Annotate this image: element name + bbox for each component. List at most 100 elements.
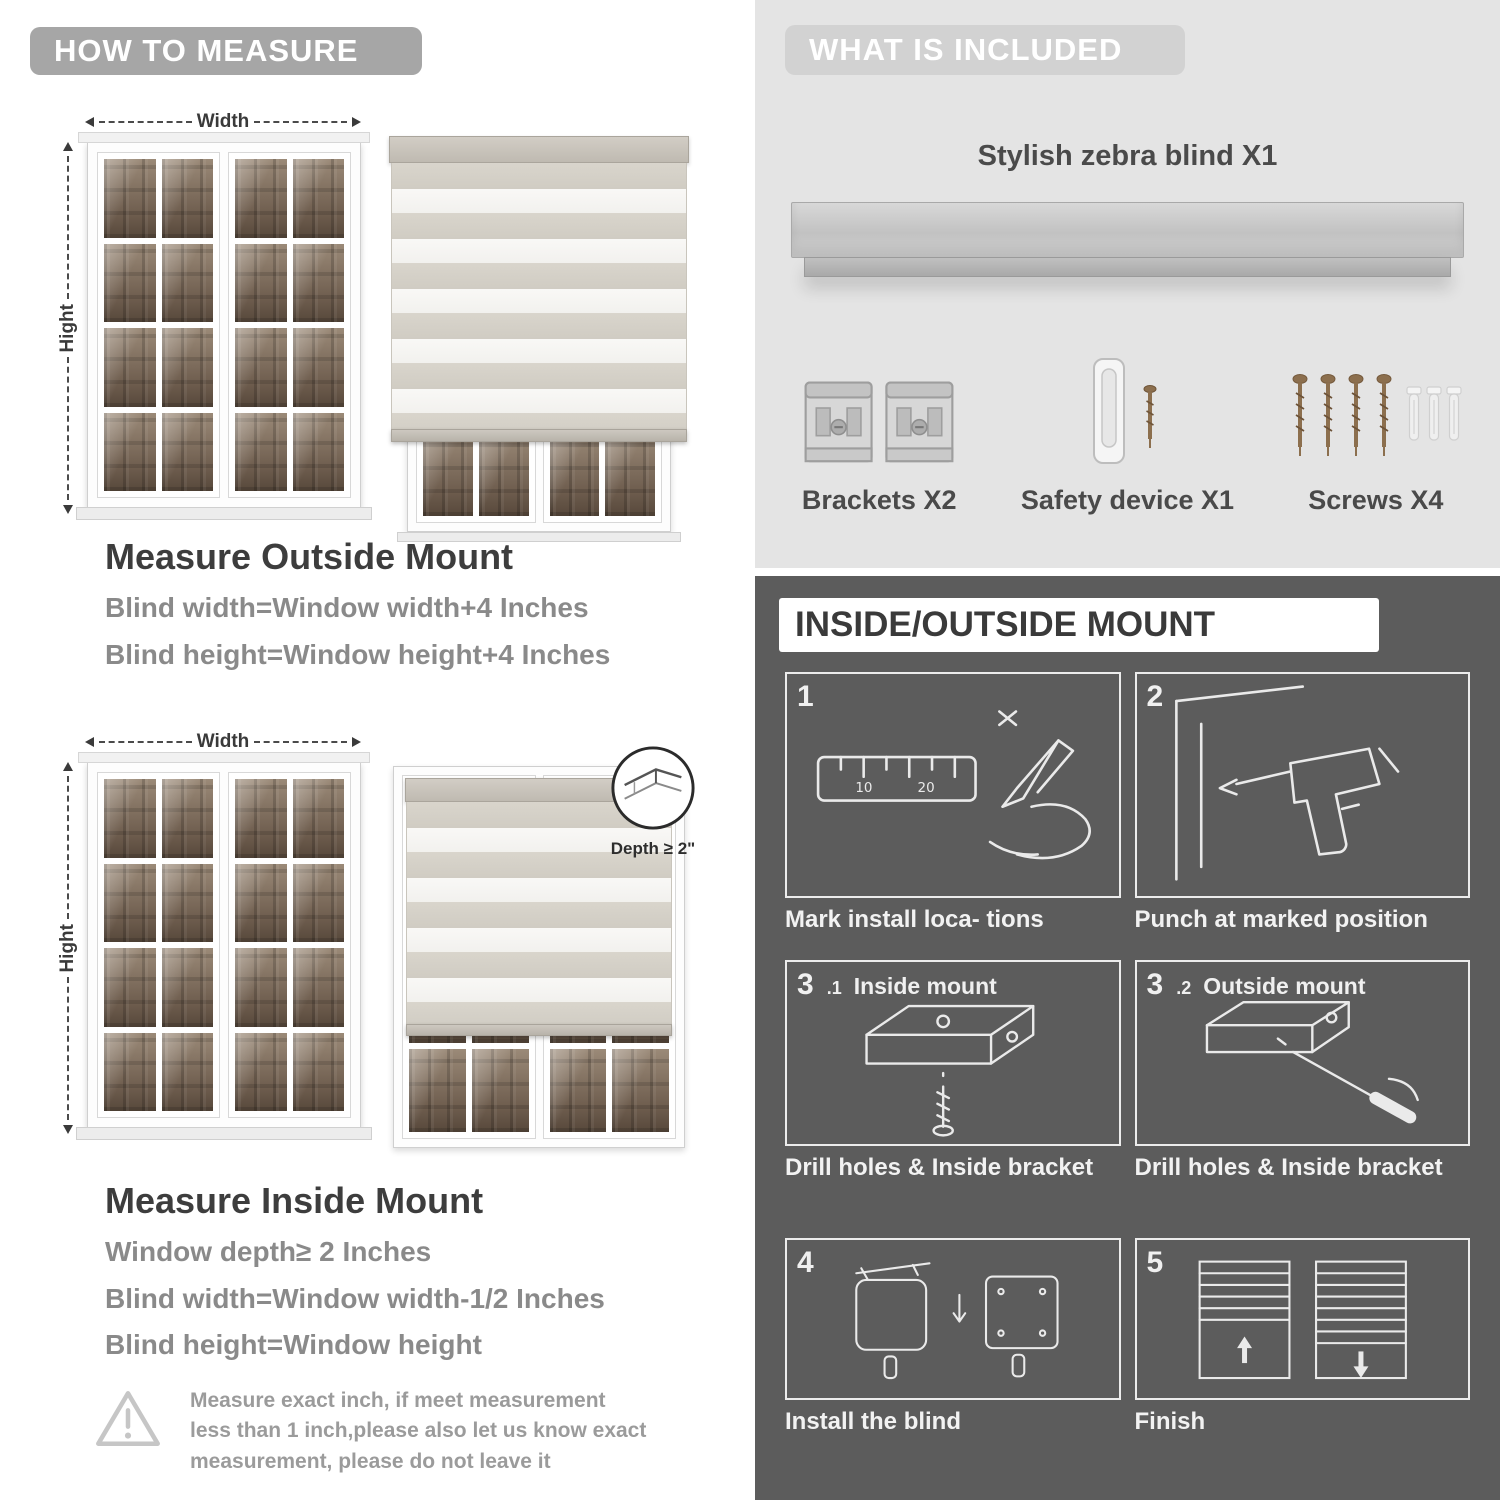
measure-line: Blind width=Window width-1/2 Inches xyxy=(105,1283,605,1314)
window-illustration xyxy=(76,752,372,1140)
brackets-icon xyxy=(804,381,954,463)
step-panel: 5 xyxy=(1134,1238,1470,1400)
zebra-blind-outside-mount-illustration xyxy=(389,136,689,542)
measure-outside-heading: Measure Outside Mount xyxy=(105,536,514,577)
headrail-lip xyxy=(804,257,1451,277)
arrow-left-icon xyxy=(85,737,94,747)
drill-illustration xyxy=(1174,685,1399,881)
safety-device-icon xyxy=(1093,358,1157,464)
window-sill xyxy=(397,532,681,542)
item-label: Screws X4 xyxy=(1308,485,1444,515)
inside-bracket-illustration xyxy=(865,1004,1035,1137)
blind-headrail xyxy=(389,136,689,163)
step-number: 2 xyxy=(1146,680,1164,713)
how-to-measure-banner: HOW TO MEASURE xyxy=(30,27,422,75)
depth-callout: Depth ≥ 2" xyxy=(593,744,713,859)
step-caption: Mark install loca- tions xyxy=(785,906,1044,933)
steps-row-1: 1 xyxy=(785,672,1470,934)
included-items-row: Brackets X2 Safety device X1 xyxy=(755,316,1500,516)
width-dimension: Width xyxy=(85,730,361,754)
window-illustration xyxy=(76,132,372,520)
window-sash xyxy=(228,152,351,498)
outside-bracket-illustration xyxy=(1205,1001,1419,1124)
window-sill xyxy=(76,507,372,520)
measure-line: Blind width=Window width+4 Inches xyxy=(105,592,589,623)
step-caption: Punch at marked position xyxy=(1134,906,1428,933)
inside-outside-mount-section: INSIDE/OUTSIDE MOUNT 1 xyxy=(755,576,1500,1500)
step-4: 4 xyxy=(785,1238,1121,1436)
blind-bottom-rail xyxy=(391,429,687,442)
step-number: 4 xyxy=(797,1246,814,1279)
measurement-warning: Measure exact inch, if meet measurement … xyxy=(92,1386,662,1477)
section-divider xyxy=(755,568,1500,576)
right-column: WHAT IS INCLUDED Stylish zebra blind X1 xyxy=(755,0,1500,1500)
install-blind-illustration xyxy=(855,1262,1059,1380)
steps-row-2: 3.1 Inside mount xyxy=(785,960,1470,1182)
warning-triangle-icon xyxy=(96,1391,160,1446)
step-number: 3 xyxy=(1146,968,1164,1001)
arrow-down-icon xyxy=(63,1125,73,1135)
included-item-safety-device: Safety device X1 xyxy=(1003,316,1251,516)
step-caption: Drill holes & Inside bracket xyxy=(785,1154,1094,1181)
item-label: Brackets X2 xyxy=(801,485,957,515)
window-lintel xyxy=(78,132,370,143)
what-is-included-banner: WHAT IS INCLUDED xyxy=(785,25,1185,75)
step-caption: Finish xyxy=(1134,1408,1206,1435)
height-label: Hight xyxy=(57,923,78,973)
arrow-down-icon xyxy=(63,505,73,515)
step-5: 5 xyxy=(1134,1238,1470,1436)
zebra-blind-inside-mount-illustration xyxy=(389,756,689,1156)
screws-icon xyxy=(1290,372,1462,458)
step-caption: Install the blind xyxy=(785,1408,962,1435)
measure-inside-heading: Measure Inside Mount xyxy=(105,1180,484,1221)
arrow-up-icon xyxy=(63,142,73,151)
window-sill xyxy=(76,1127,372,1140)
arrow-right-icon xyxy=(352,737,361,747)
step-panel: 3.2 Outside mount xyxy=(1134,960,1470,1146)
product-label: Stylish zebra blind X1 xyxy=(977,140,1278,172)
warning-text: Measure exact inch, if meet measurement … xyxy=(190,1389,647,1473)
step-number: 5 xyxy=(1146,1246,1164,1279)
finish-illustration xyxy=(1198,1260,1407,1380)
svg-text:20: 20 xyxy=(918,781,935,796)
how-to-measure-section: HOW TO MEASURE Width Hight xyxy=(30,27,715,1477)
step-2: 2 xyxy=(1134,672,1470,934)
blind-bottom-rail xyxy=(406,1024,672,1036)
svg-text:10: 10 xyxy=(855,781,872,796)
measured-window-illustration: Width Hight xyxy=(55,106,372,531)
magnifier-circle-icon xyxy=(611,746,695,830)
step-panel: 4 xyxy=(785,1238,1121,1400)
zebra-stripes xyxy=(406,802,672,1024)
what-is-included-section: WHAT IS INCLUDED Stylish zebra blind X1 xyxy=(755,0,1500,568)
measure-line: Blind height=Window height xyxy=(105,1329,482,1360)
zebra-stripes xyxy=(391,163,687,429)
arrow-right-icon xyxy=(352,117,361,127)
included-item-brackets: Brackets X2 xyxy=(755,316,1003,516)
window-sash xyxy=(97,152,220,498)
headrail-fascia xyxy=(791,202,1464,258)
height-dimension: Hight xyxy=(57,142,79,515)
width-dimension: Width xyxy=(85,110,361,134)
step-3-2: 3.2 Outside mount xyxy=(1134,960,1470,1182)
step-1: 1 xyxy=(785,672,1121,934)
step-panel: 1 xyxy=(785,672,1121,898)
step-panel: 2 xyxy=(1134,672,1470,898)
width-label: Width xyxy=(196,731,250,752)
step-panel: 3.1 Inside mount xyxy=(785,960,1121,1146)
measure-line: Blind height=Window height+4 Inches xyxy=(105,639,611,670)
height-dimension: Hight xyxy=(57,762,79,1135)
step-title: Inside mount xyxy=(853,973,997,999)
outside-mount-illustrations: Width Hight xyxy=(55,106,715,542)
step-caption: Drill holes & Inside bracket xyxy=(1134,1154,1443,1181)
arrow-up-icon xyxy=(63,762,73,771)
measure-line: Window depth≥ 2 Inches xyxy=(105,1236,432,1267)
inside-mount-illustrations: Width Hight xyxy=(55,726,715,1161)
steps-row-3: 4 xyxy=(785,1238,1470,1436)
blind-headrail-image xyxy=(791,202,1464,277)
height-label: Hight xyxy=(57,303,78,353)
included-item-screws: Screws X4 xyxy=(1252,316,1500,516)
step-title: Outside mount xyxy=(1203,973,1366,999)
step-number: 1 xyxy=(797,680,814,713)
item-label: Safety device X1 xyxy=(1020,485,1235,515)
